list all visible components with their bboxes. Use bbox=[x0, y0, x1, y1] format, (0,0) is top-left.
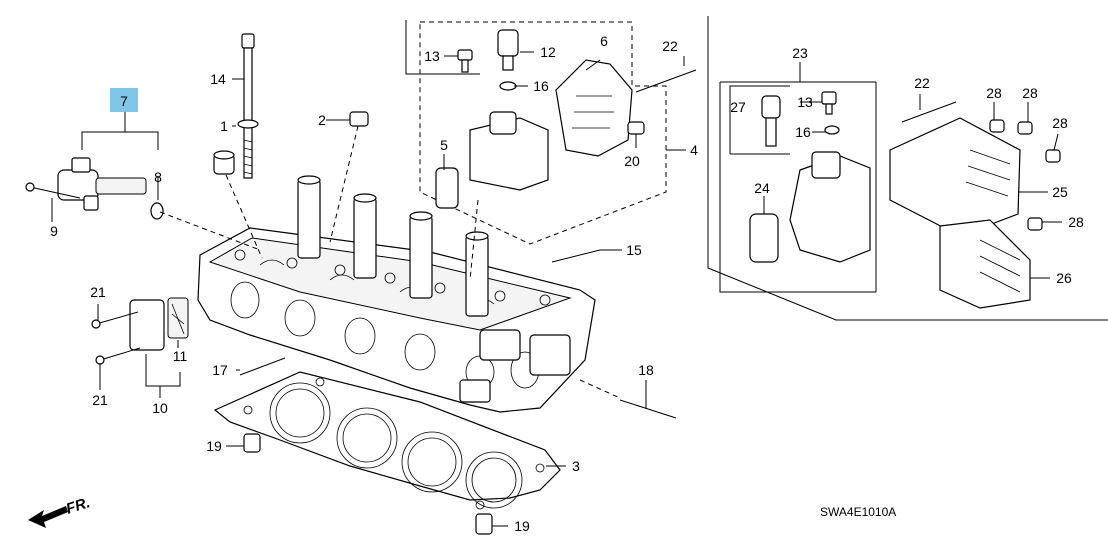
callout-20: 20 bbox=[624, 153, 640, 169]
callout-8: 8 bbox=[154, 169, 162, 185]
part-1 bbox=[213, 150, 235, 175]
callout-21-top: 21 bbox=[90, 284, 106, 300]
callout-19-bottom: 19 bbox=[514, 518, 530, 534]
callout-28-b: 28 bbox=[1022, 85, 1038, 101]
group-box-4 bbox=[419, 21, 667, 245]
front-label: FR. bbox=[64, 494, 92, 518]
callout-28-c: 28 bbox=[1052, 115, 1068, 131]
part-10-11 bbox=[91, 297, 189, 365]
cylinder-head bbox=[197, 175, 596, 413]
callout-17: 17 bbox=[212, 362, 228, 378]
callout-6: 6 bbox=[600, 33, 608, 49]
right-panel-border bbox=[707, 16, 1108, 321]
callout-3: 3 bbox=[572, 458, 580, 474]
callout-24: 24 bbox=[754, 180, 770, 196]
callout-13-right: 13 bbox=[797, 94, 813, 110]
callout-15: 15 bbox=[626, 242, 642, 258]
callout-9: 9 bbox=[50, 223, 58, 239]
callout-14: 14 bbox=[210, 71, 226, 87]
studs bbox=[239, 249, 677, 535]
callout-16-right: 16 bbox=[795, 124, 811, 140]
callout-7: 7 bbox=[120, 93, 128, 109]
callout-12: 12 bbox=[540, 44, 556, 60]
callout-22-left: 22 bbox=[662, 38, 678, 54]
solenoid-7 bbox=[25, 157, 164, 220]
callout-23: 23 bbox=[792, 45, 808, 61]
head-gasket bbox=[213, 371, 561, 510]
callout-10: 10 bbox=[152, 400, 168, 416]
callout-4: 4 bbox=[690, 142, 698, 158]
part-2 bbox=[349, 111, 369, 127]
callout-11: 11 bbox=[173, 348, 188, 364]
box-13-12 bbox=[405, 20, 480, 75]
callout-13-left: 13 bbox=[424, 48, 440, 64]
front-direction-indicator: FR. bbox=[28, 494, 92, 528]
callout-21-bottom: 21 bbox=[92, 392, 108, 408]
drawing-code: SWA4E1010A bbox=[820, 505, 896, 519]
callout-19-top: 19 bbox=[206, 438, 222, 454]
front-arrow-icon bbox=[28, 506, 68, 528]
callout-25: 25 bbox=[1052, 184, 1068, 200]
box-23 bbox=[719, 82, 876, 293]
callout-16-left: 16 bbox=[533, 78, 549, 94]
frames bbox=[81, 16, 1108, 398]
callout-28-d: 28 bbox=[1068, 214, 1084, 230]
bolt-14 bbox=[237, 33, 259, 179]
spool-valve-4 bbox=[435, 29, 697, 209]
highlight-box-7 bbox=[110, 88, 138, 112]
callout-5: 5 bbox=[440, 137, 448, 153]
callout-18: 18 bbox=[638, 362, 654, 378]
leader-lines bbox=[51, 51, 1062, 527]
callout-28-a: 28 bbox=[986, 85, 1002, 101]
callout-27: 27 bbox=[730, 99, 746, 115]
callout-22-right: 22 bbox=[914, 75, 930, 91]
callout-1: 1 bbox=[220, 118, 228, 134]
callout-26: 26 bbox=[1056, 270, 1072, 286]
bracket-7 bbox=[81, 131, 159, 150]
vtc-group-23 bbox=[749, 91, 1061, 309]
callout-2: 2 bbox=[318, 112, 326, 128]
callout-labels: 7 14 1 2 8 9 13 12 16 6 22 5 20 4 15 23 … bbox=[50, 33, 1084, 534]
